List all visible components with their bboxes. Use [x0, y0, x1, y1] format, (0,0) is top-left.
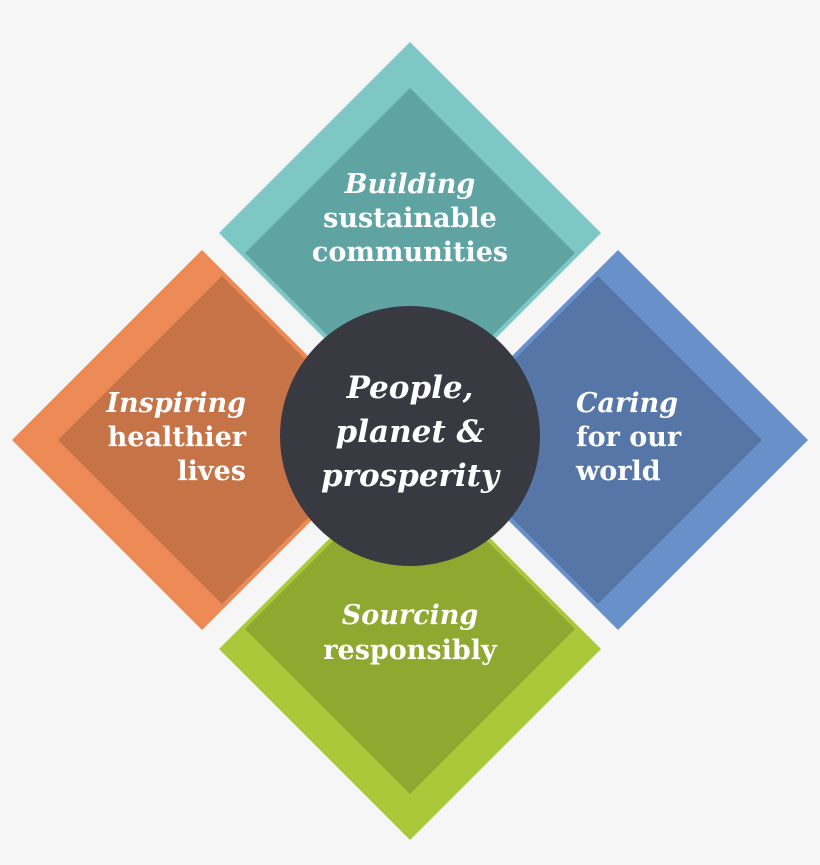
quadrant-top-line-1: sustainable: [323, 203, 497, 234]
center-line-1: People,: [346, 370, 474, 406]
quadrant-right-line-2: world: [575, 456, 661, 487]
quadrant-right-emphasis: Caring: [576, 388, 678, 419]
center-hub: People, planet & prosperity: [280, 306, 540, 566]
quadrant-bottom-emphasis: Sourcing: [342, 600, 479, 631]
quadrant-left-emphasis: Inspiring: [105, 388, 246, 419]
quadrant-left-line-1: healthier: [108, 422, 247, 453]
quadrant-right-inner: [434, 276, 762, 604]
quadrant-caring-world: Caring for our world: [428, 250, 808, 630]
quadrant-top-emphasis: Building: [344, 169, 476, 200]
quadrant-top-inner: [245, 88, 575, 418]
quadrant-top-line-2: communities: [312, 237, 508, 268]
quadrant-bottom-line-1: responsibly: [323, 635, 498, 666]
center-line-3: prosperity: [321, 458, 501, 494]
center-circle: [280, 306, 540, 566]
quadrant-inspiring-lives: Inspiring healthier lives: [12, 250, 392, 630]
center-line-2: planet &: [336, 414, 485, 450]
quadrant-left-line-2: lives: [177, 456, 246, 487]
quadrant-building-communities: Building sustainable communities: [219, 42, 601, 424]
quadrant-sourcing-responsibly: Sourcing responsibly: [219, 458, 601, 840]
quadrant-bottom-inner: [245, 464, 575, 794]
quadrant-left-inner: [58, 276, 386, 604]
quadrant-right-line-1: for our: [576, 422, 682, 453]
